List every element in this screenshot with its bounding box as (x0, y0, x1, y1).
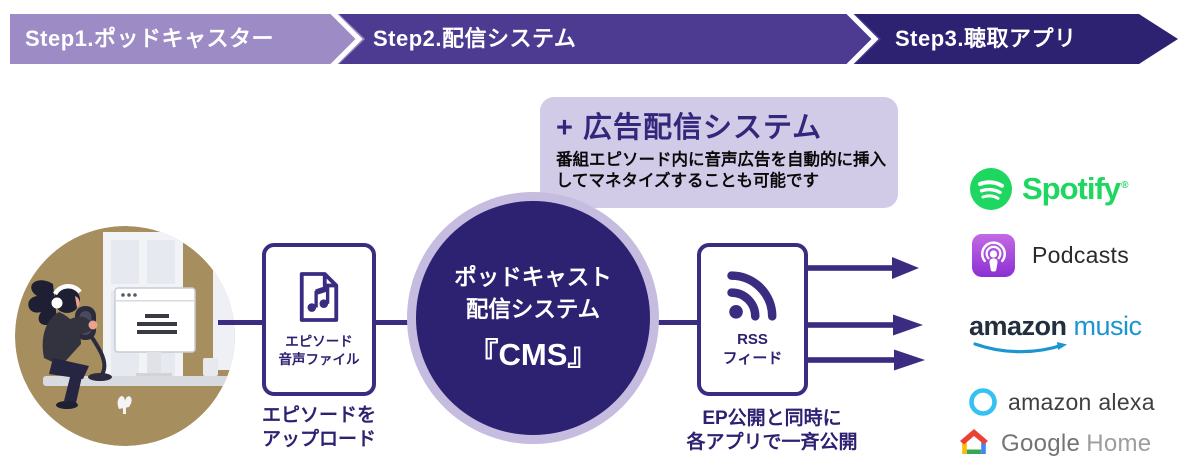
person-illustration (15, 226, 235, 446)
amazon-music-wordmark-music: music (1073, 311, 1143, 341)
connector-line-1 (218, 320, 266, 325)
app-amazon-music: amazon music (969, 311, 1143, 354)
google-home-wordmark-google: Google (1001, 429, 1081, 457)
amazon-smile-icon (973, 342, 1067, 354)
spotify-trademark: ® (1121, 180, 1129, 191)
app-apple-podcasts: Podcasts (972, 234, 1129, 277)
connector-line-2 (372, 320, 416, 325)
app-spotify: Spotify® (969, 167, 1129, 211)
rss-feed-box: RSS フィード (697, 243, 808, 396)
connector-line-3 (655, 320, 701, 325)
cms-circle-inner: ポッドキャスト 配信システム 『CMS』 (416, 201, 650, 435)
step3-banner-shape (849, 14, 1178, 64)
step-banner (10, 5, 1178, 73)
cms-circle: ポッドキャスト 配信システム 『CMS』 (407, 192, 659, 444)
episode-caption: エピソードを アップロード (261, 405, 376, 450)
amazon-alexa-icon (969, 388, 997, 416)
podcasts-wordmark: Podcasts (1032, 242, 1130, 268)
app-amazon-alexa: amazon alexa (968, 387, 1155, 417)
rss-caption: EP公開と同時に 各アプリで一斉公開 (686, 408, 858, 453)
step1-step2-divider (325, 5, 363, 73)
step1-banner-shape (10, 14, 365, 64)
flow-arrow-top (807, 257, 919, 279)
distribution-arrows (807, 257, 925, 371)
rss-icon (726, 271, 776, 321)
google-home-icon (960, 429, 988, 454)
amazon-music-wordmark-amazon: amazon (969, 311, 1067, 341)
episode-audio-file-box: エピソード 音声ファイル (262, 243, 376, 396)
step2-banner-shape (337, 14, 881, 64)
spotify-wordmark: Spotify (1022, 171, 1121, 206)
ad-system-callout: + 広告配信システム 番組エピソード内に音声広告を自動的に挿入 してマネタイズす… (540, 97, 898, 208)
music-file-icon (299, 272, 339, 323)
podcaster-illustration (15, 226, 235, 446)
step1-label: Step1.ポッドキャスター (25, 26, 275, 51)
episode-box-label: エピソード 音声ファイル (278, 334, 360, 367)
apple-podcasts-icon (972, 234, 1015, 277)
step3-label: Step3.聴取アプリ (895, 26, 1077, 51)
alexa-wordmark: amazon alexa (1008, 388, 1155, 415)
step2-label: Step2.配信システム (373, 26, 577, 51)
flow-arrow-bottom (807, 349, 925, 371)
ad-system-description: 番組エピソード内に音声広告を自動的に挿入 してマネタイズすることも可能です (556, 151, 886, 190)
spotify-icon (970, 168, 1012, 210)
cms-text-line2: 配信システム (465, 296, 601, 322)
rss-box-label: RSS フィード (722, 331, 783, 367)
google-home-wordmark-home: Home (1086, 429, 1152, 457)
cms-text-name: 『CMS』 (467, 337, 599, 372)
flow-arrow-middle (807, 314, 923, 336)
ad-system-title: + 広告配信システム (556, 112, 823, 144)
step2-step3-divider (841, 5, 879, 73)
cms-text-line1: ポッドキャスト (454, 265, 612, 290)
